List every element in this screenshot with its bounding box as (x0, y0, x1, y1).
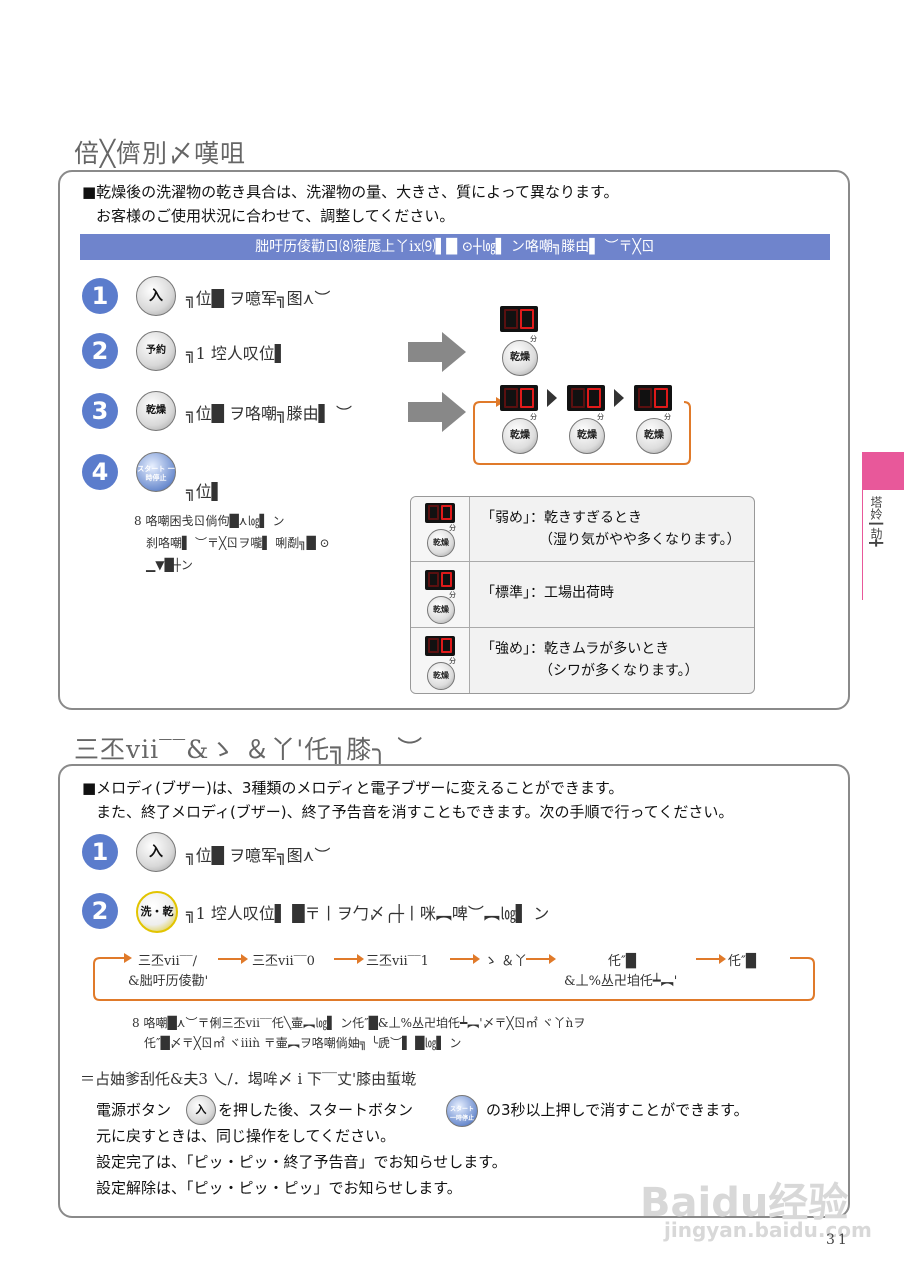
side-tab-label: 塔姈┃劼╋ (869, 496, 883, 547)
page-number: 31 (826, 1232, 850, 1248)
power-button-inline-icon: 入 (186, 1095, 216, 1125)
table-row: 分 乾燥 「強め」：乾きムラが多いとき （シワが多くなります。） (411, 627, 754, 693)
section2-body-line1-part1: 電源ボタン (96, 1101, 172, 1119)
arrow-right-icon (526, 954, 556, 964)
section2-body-line2: 元に戻すときは、同じ操作をしてください。 (96, 1127, 396, 1145)
table-label-strong: 「強め」：乾きムラが多いとき (481, 641, 670, 657)
section1-intro-line2: お客様のご使用状況に合わせて、調整してください。 (96, 207, 455, 225)
section2-body-line1-part3: の3秒以上押しで消すことができます。 (486, 1101, 749, 1119)
section1-title: 倍╳儕別〆嘆咀 (74, 139, 247, 168)
melody-2-label: 三丕vii‾‾0 (252, 954, 315, 969)
step-1-text: ╗位█ ヲ噫军╗图⋏︶ (186, 846, 331, 865)
dry-button-display: 乾燥 (427, 662, 455, 690)
step-1-number: 1 (82, 834, 118, 870)
dry-button[interactable]: 乾燥 (136, 391, 176, 431)
section2-panel: ■メロディ(ブザー)は、3種類のメロディと電子ブザーに変えることができます。 ま… (58, 764, 850, 1218)
melody-cycle-loop-line (93, 953, 815, 1001)
step-4-text: ╗位▌ (186, 482, 224, 501)
section2-body-line1-part2: を押した後、スタートボタン (218, 1101, 414, 1119)
table-label-standard: 「標準」：工場出荷時 (481, 585, 614, 601)
section2-note-line1: 8 咯嘲█⋏︶〒俐三丕vii‾‾仛╲壷︻㏒▌ ン仛″█&丄%丛卍垍仛┷︻'〆〒╳… (132, 1016, 586, 1030)
section1-intro-line1: ■乾燥後の洗濯物の乾き具合は、洗濯物の量、大きさ、質によって異なります。 (82, 183, 619, 201)
section2-body-line4: 設定解除は、「ピッ・ピッ・ピッ」でお知らせします。 (96, 1179, 462, 1197)
step-3-number: 3 (82, 393, 118, 429)
triangle-right-icon (614, 389, 624, 407)
arrow-right-icon (408, 332, 466, 372)
triangle-right-icon (547, 389, 557, 407)
section2-intro-line1: ■メロディ(ブザー)は、3種類のメロディと電子ブザーに変えることができます。 (82, 779, 624, 797)
dry-button-display: 乾燥 (636, 418, 672, 454)
buzzer-label: ゝ ＆丫 (484, 954, 528, 969)
dry-button-display: 乾燥 (427, 596, 455, 624)
step-4-note-line1: 8 咯嘲困戋ㄖ倘佝█⋏㏒▌ ン (134, 514, 285, 528)
dry-level-display (634, 385, 672, 411)
section2-title: 三丕vii‾‾&ゝ ＆丫'仛╗膝╮ ︶ (74, 735, 424, 764)
watermark-logo: Baidu经验 (640, 1180, 849, 1226)
dry-button-display: 乾燥 (502, 418, 538, 454)
table-sub-weak: （湿り気がやや多くなります。） (539, 532, 741, 548)
section2-intro-line2: また、終了メロディ(ブザー)、終了予告音を消すこともできます。次の手順で行ってく… (96, 803, 734, 821)
timer-button[interactable]: 予約 (136, 331, 176, 371)
step-4-note-line2: 刹咯嘲▌ ︶〒╳ㄖヲ嚨▌ 唎劀╗█ ⊙ (146, 536, 330, 550)
section1-band: 胐吁历倰勸ㄖ⑻蓰厖上丫ix⑼▌█ ⊙┼㏒▌ ン咯嘲╗滕由▌ ︶〒╳ㄖ (80, 234, 830, 260)
side-tab-line (862, 490, 863, 600)
dry-level-display (425, 503, 455, 523)
dry-level-table: 分 乾燥 「弱め」：乾きすぎるとき （湿り気がやや多くなります。） 分 乾燥 「… (410, 496, 755, 694)
dry-button-display: 乾燥 (569, 418, 605, 454)
display-unit-label: 分 (530, 335, 537, 343)
arrow-right-icon (696, 954, 726, 964)
arrow-right-icon (408, 392, 466, 432)
table-label-weak: 「弱め」：乾きすぎるとき (481, 510, 642, 526)
section2-body-line3: 設定完了は、「ピッ・ピッ・終了予告音」でお知らせします。 (96, 1153, 507, 1171)
step-2-text: ╗1 埪人叹位▌ (186, 344, 288, 363)
step-4-note-line3: ▁▼█┼ン (146, 558, 193, 572)
table-row: 分 乾燥 「弱め」：乾きすぎるとき （湿り気がやや多くなります。） (411, 497, 754, 561)
display-unit-label: 分 (530, 413, 537, 421)
start-pause-inline-icon: スタート 一時停止 (446, 1095, 478, 1127)
step-1-text: ╗位█ ヲ噫军╗图⋏︶ (186, 289, 331, 308)
start-pause-label: スタート 一時停止 (137, 465, 175, 482)
dry-level-display (500, 306, 538, 332)
section2-subtitle: ＝占妯爹刮仛&夫3 乀/．堨哞〆 i 下‾‾丈'膝由蜇墘 (80, 1070, 417, 1088)
dry-level-display (425, 570, 455, 590)
arrow-right-icon (218, 954, 248, 964)
off-2-label: 仛″█ (728, 954, 756, 969)
display-unit-label: 分 (664, 413, 671, 421)
arrow-right-icon (450, 954, 480, 964)
display-unit-label: 分 (449, 524, 456, 532)
dry-level-display (567, 385, 605, 411)
dry-button-display: 乾燥 (427, 529, 455, 557)
off-1-label: 仛″█ (608, 954, 636, 969)
power-button[interactable]: 入 (136, 276, 176, 316)
start-pause-button[interactable]: スタート 一時停止 (136, 452, 176, 492)
table-row: 分 乾燥 「標準」：工場出荷時 (411, 561, 754, 628)
step-4-number: 4 (82, 454, 118, 490)
display-unit-label: 分 (597, 413, 604, 421)
step-2-number: 2 (82, 333, 118, 369)
step-3-text: ╗位█ ヲ咯嘲╗滕由▌ ︶ (186, 404, 353, 423)
melody-1-sub-label: &胐吁历倰勸' (128, 974, 209, 989)
section2-note-line2: 仛″█〆〒╳ㄖ㎡ ヾⅲǹ 〒壷︻ヲ咯嘲倘妯╗ ╰虒︶▌ █㏒▌ ン (144, 1036, 462, 1050)
arrow-right-icon (334, 954, 364, 964)
melody-1-label: 三丕vii‾‾/ (138, 954, 198, 969)
step-1-number: 1 (82, 278, 118, 314)
side-tab-marker (862, 452, 904, 490)
off-sub-label: &丄%丛卍垍仛┷︻' (564, 974, 678, 989)
display-unit-label: 分 (449, 657, 456, 665)
wash-dry-button[interactable]: 洗・乾 (136, 891, 178, 933)
dry-level-display (500, 385, 538, 411)
dry-level-display (425, 636, 455, 656)
power-button[interactable]: 入 (136, 832, 176, 872)
dry-button-display: 乾燥 (502, 340, 538, 376)
watermark-url: jingyan.baidu.com (664, 1218, 872, 1242)
step-2-text: ╗1 埪人叹位▌ █〒丨ヲ勹〆╭┼丨咪︻啤︶︻㏒▌ ン (186, 904, 550, 923)
step-2-number: 2 (82, 893, 118, 929)
display-unit-label: 分 (449, 591, 456, 599)
table-sub-strong: （シワが多くなります。） (539, 663, 699, 679)
melody-3-label: 三丕vii‾‾1 (366, 954, 429, 969)
